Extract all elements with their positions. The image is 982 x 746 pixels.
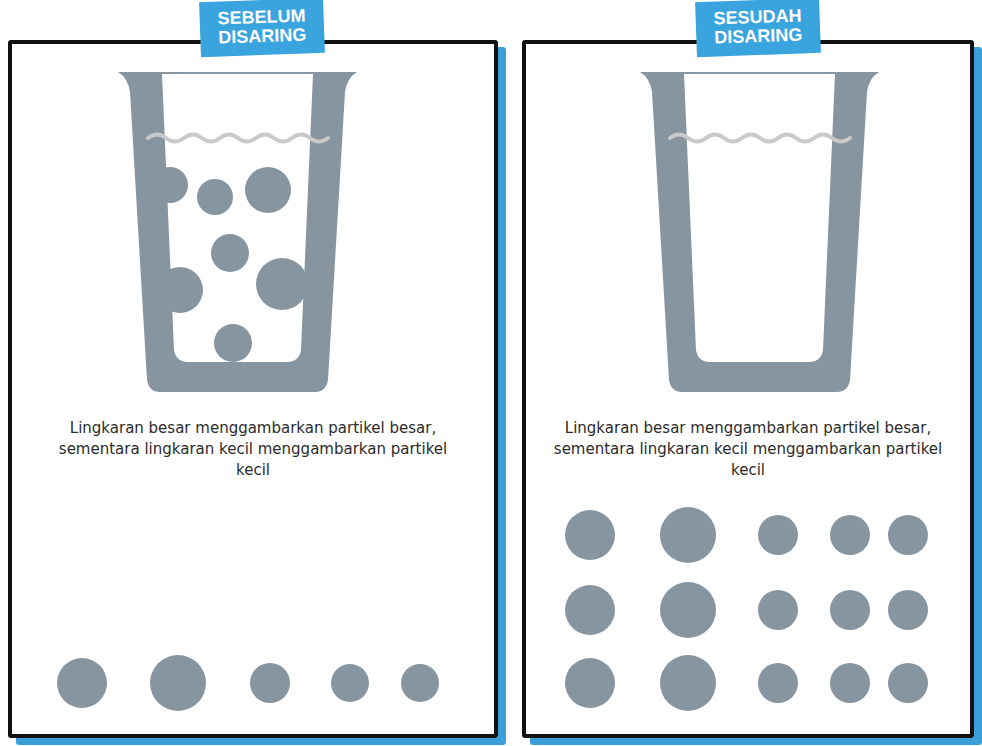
particle (57, 658, 107, 708)
particle (660, 507, 716, 563)
particle (758, 515, 798, 555)
glass (118, 72, 357, 392)
particle (660, 655, 716, 711)
particle (565, 658, 615, 708)
water-surface (670, 135, 850, 142)
panel: SEBELUM DISARINGLingkaran besar menggamb… (8, 40, 498, 738)
glass (640, 72, 879, 392)
particle (401, 664, 439, 702)
particle (157, 267, 203, 313)
particle (758, 663, 798, 703)
particle (758, 590, 798, 630)
heading-tab: SESUDAH DISARING (695, 0, 821, 57)
particle (256, 258, 308, 310)
particle (565, 585, 615, 635)
filtered-particles (565, 507, 928, 711)
particle (660, 582, 716, 638)
particle (565, 510, 615, 560)
particle (888, 590, 928, 630)
particle (830, 590, 870, 630)
particles-in-water (152, 167, 308, 362)
heading-tab: SEBELUM DISARING (199, 0, 325, 57)
particle (214, 324, 252, 362)
particle (830, 663, 870, 703)
particle (197, 179, 233, 215)
caption-text: Lingkaran besar menggambarkan partikel b… (538, 418, 958, 481)
particle (888, 663, 928, 703)
water-surface (148, 135, 328, 142)
particle (888, 515, 928, 555)
particle (211, 234, 249, 272)
particle (250, 663, 290, 703)
particle (830, 515, 870, 555)
glass-before (118, 72, 357, 392)
panel: SESUDAH DISARINGLingkaran besar menggamb… (522, 40, 974, 738)
particle (331, 664, 369, 702)
particle-key-before (57, 655, 439, 711)
particle (152, 167, 188, 203)
caption-text: Lingkaran besar menggambarkan partikel b… (48, 418, 458, 481)
particle (150, 655, 206, 711)
particle (245, 167, 291, 213)
glass-after (640, 72, 879, 392)
